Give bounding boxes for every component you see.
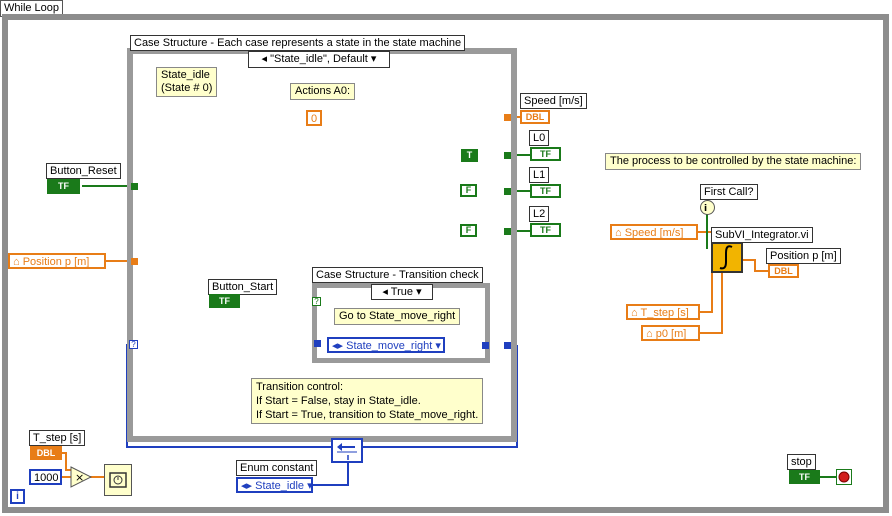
button-start-label: Button_Start [208, 279, 278, 295]
inner-case-title: Case Structure - Transition check [312, 267, 483, 283]
t-step-input[interactable]: ⌂ T_step [s] [626, 304, 700, 320]
l1-label: L1 [529, 167, 550, 183]
t-step-label: T_step [s] [29, 430, 86, 446]
wire-p0-subvi [700, 272, 723, 334]
t-step-home-icon: ⌂ [631, 307, 638, 319]
go-to-state-comment: Go to State_move_right [334, 308, 461, 325]
position-out-label: Position p [m] [766, 248, 841, 264]
button-reset-label: Button_Reset [46, 163, 121, 179]
constant-zero[interactable]: 0 [306, 110, 322, 126]
l0-label: L0 [529, 130, 550, 146]
l0-indicator[interactable]: TF [530, 147, 561, 161]
stop-label: stop [787, 454, 816, 470]
position-control-label: Position p [m] [22, 256, 90, 268]
outer-case-title: Case Structure - Each case represents a … [130, 35, 466, 51]
p0-input[interactable]: ⌂ p0 [m] [641, 325, 700, 341]
position-home-icon: ⌂ [13, 256, 20, 268]
selector-left-arrow-icon[interactable]: ◂ [261, 53, 268, 65]
enum-constant-dropdown-icon[interactable]: ▾ [307, 480, 313, 492]
enum-constant-label: Enum constant [236, 460, 318, 476]
inner-selector-terminal-icon: ? [312, 297, 321, 306]
enum-constant-value: State_idle [255, 480, 305, 492]
svg-text:×: × [75, 471, 84, 484]
wire-enum-const [313, 460, 349, 486]
selector-terminal-icon: ? [129, 340, 138, 349]
integral-icon [719, 245, 733, 270]
button-reset-terminal[interactable]: TF [47, 179, 80, 194]
l2-indicator[interactable]: TF [530, 223, 561, 237]
svg-text:i: i [704, 204, 707, 214]
first-call-node[interactable]: i [700, 200, 715, 215]
t-step-input-label: T_step [s] [640, 307, 689, 319]
inner-selector-left-arrow-icon[interactable]: ◂ [382, 286, 388, 298]
wire-tstep-subvi [700, 270, 713, 313]
actions-label: Actions A0: [290, 83, 356, 100]
const-false-l1[interactable]: F [460, 184, 477, 197]
p0-home-icon: ⌂ [646, 328, 653, 340]
subvi-label: SubVI_Integrator.vi [711, 227, 813, 243]
first-call-icon: i [704, 204, 707, 214]
wait-clock-icon [109, 472, 127, 488]
speed-control[interactable]: ⌂ Speed [m/s] [610, 224, 698, 240]
first-call-label: First Call? [700, 184, 758, 200]
button-start-terminal[interactable]: TF [209, 294, 240, 308]
wire-subvi-pos [742, 259, 768, 272]
enum-constant-arrows-icon: ◂▸ [241, 480, 253, 492]
feedback-arrow-icon [337, 443, 357, 460]
tunnel-l2 [504, 228, 511, 235]
tunnel-l0 [504, 152, 511, 159]
t-step-control[interactable]: DBL [30, 446, 62, 460]
selector-dropdown-icon[interactable]: ▾ [370, 53, 377, 65]
inner-tunnel-out [482, 342, 489, 349]
speed-control-label: Speed [m/s] [624, 227, 684, 239]
tunnel-speed [504, 114, 511, 121]
const-true[interactable]: T [461, 149, 478, 162]
outer-case-selector[interactable]: ◂ "State_idle", Default ▾ [248, 51, 390, 68]
enum-constant[interactable]: ◂▸ State_idle ▾ [236, 477, 313, 493]
outer-case-selector-value: "State_idle", Default [270, 53, 368, 65]
inner-case-selector[interactable]: ◂ True ▾ [371, 284, 433, 300]
loop-condition-terminal[interactable] [836, 469, 852, 485]
process-title: The process to be controlled by the stat… [605, 153, 862, 170]
position-indicator[interactable]: DBL [768, 264, 799, 278]
position-control[interactable]: ⌂ Position p [m] [8, 253, 106, 269]
outer-case-frame[interactable] [127, 48, 517, 442]
iteration-terminal: i [10, 489, 25, 504]
inner-case-selector-value: True [390, 286, 413, 298]
const-false-l2[interactable]: F [460, 224, 477, 237]
tunnel-reset [131, 183, 138, 190]
l2-label: L2 [529, 206, 550, 222]
constant-1000[interactable]: 1000 [29, 469, 62, 485]
tunnel-l1 [504, 188, 511, 195]
speed-indicator[interactable]: DBL [520, 110, 550, 124]
inner-selector-dropdown-icon[interactable]: ▾ [416, 286, 422, 298]
speed-label: Speed [m/s] [520, 93, 587, 109]
subvi-integrator[interactable] [711, 242, 743, 273]
wait-timer-node[interactable] [104, 464, 132, 496]
transition-comment: Transition control: If Start = False, st… [251, 378, 484, 424]
stop-terminal[interactable]: TF [789, 470, 820, 484]
stop-sign-icon [838, 471, 850, 483]
shift-register-node[interactable] [331, 438, 363, 463]
l1-indicator[interactable]: TF [530, 184, 561, 198]
while-loop-frame[interactable] [2, 14, 889, 513]
enum-state-move-right[interactable]: ◂▸ State_move_right ▾ [327, 337, 445, 353]
state-idle-label: State_idle (State # 0) [156, 67, 218, 97]
tunnel-position [131, 258, 138, 265]
speed-home-icon: ⌂ [615, 227, 622, 239]
enum-dropdown-icon[interactable]: ▾ [435, 340, 441, 352]
enum-arrows-icon: ◂▸ [332, 340, 344, 352]
wire-speed-subvi [698, 231, 713, 250]
p0-input-label: p0 [m] [655, 328, 687, 340]
multiply-icon: × [70, 466, 93, 488]
multiply-node[interactable]: × [70, 466, 93, 488]
inner-tunnel-in [314, 340, 321, 347]
wire-tstep-mult [62, 452, 72, 471]
enum-state-move-right-value: State_move_right [346, 340, 433, 352]
tunnel-enum-out [504, 342, 511, 349]
